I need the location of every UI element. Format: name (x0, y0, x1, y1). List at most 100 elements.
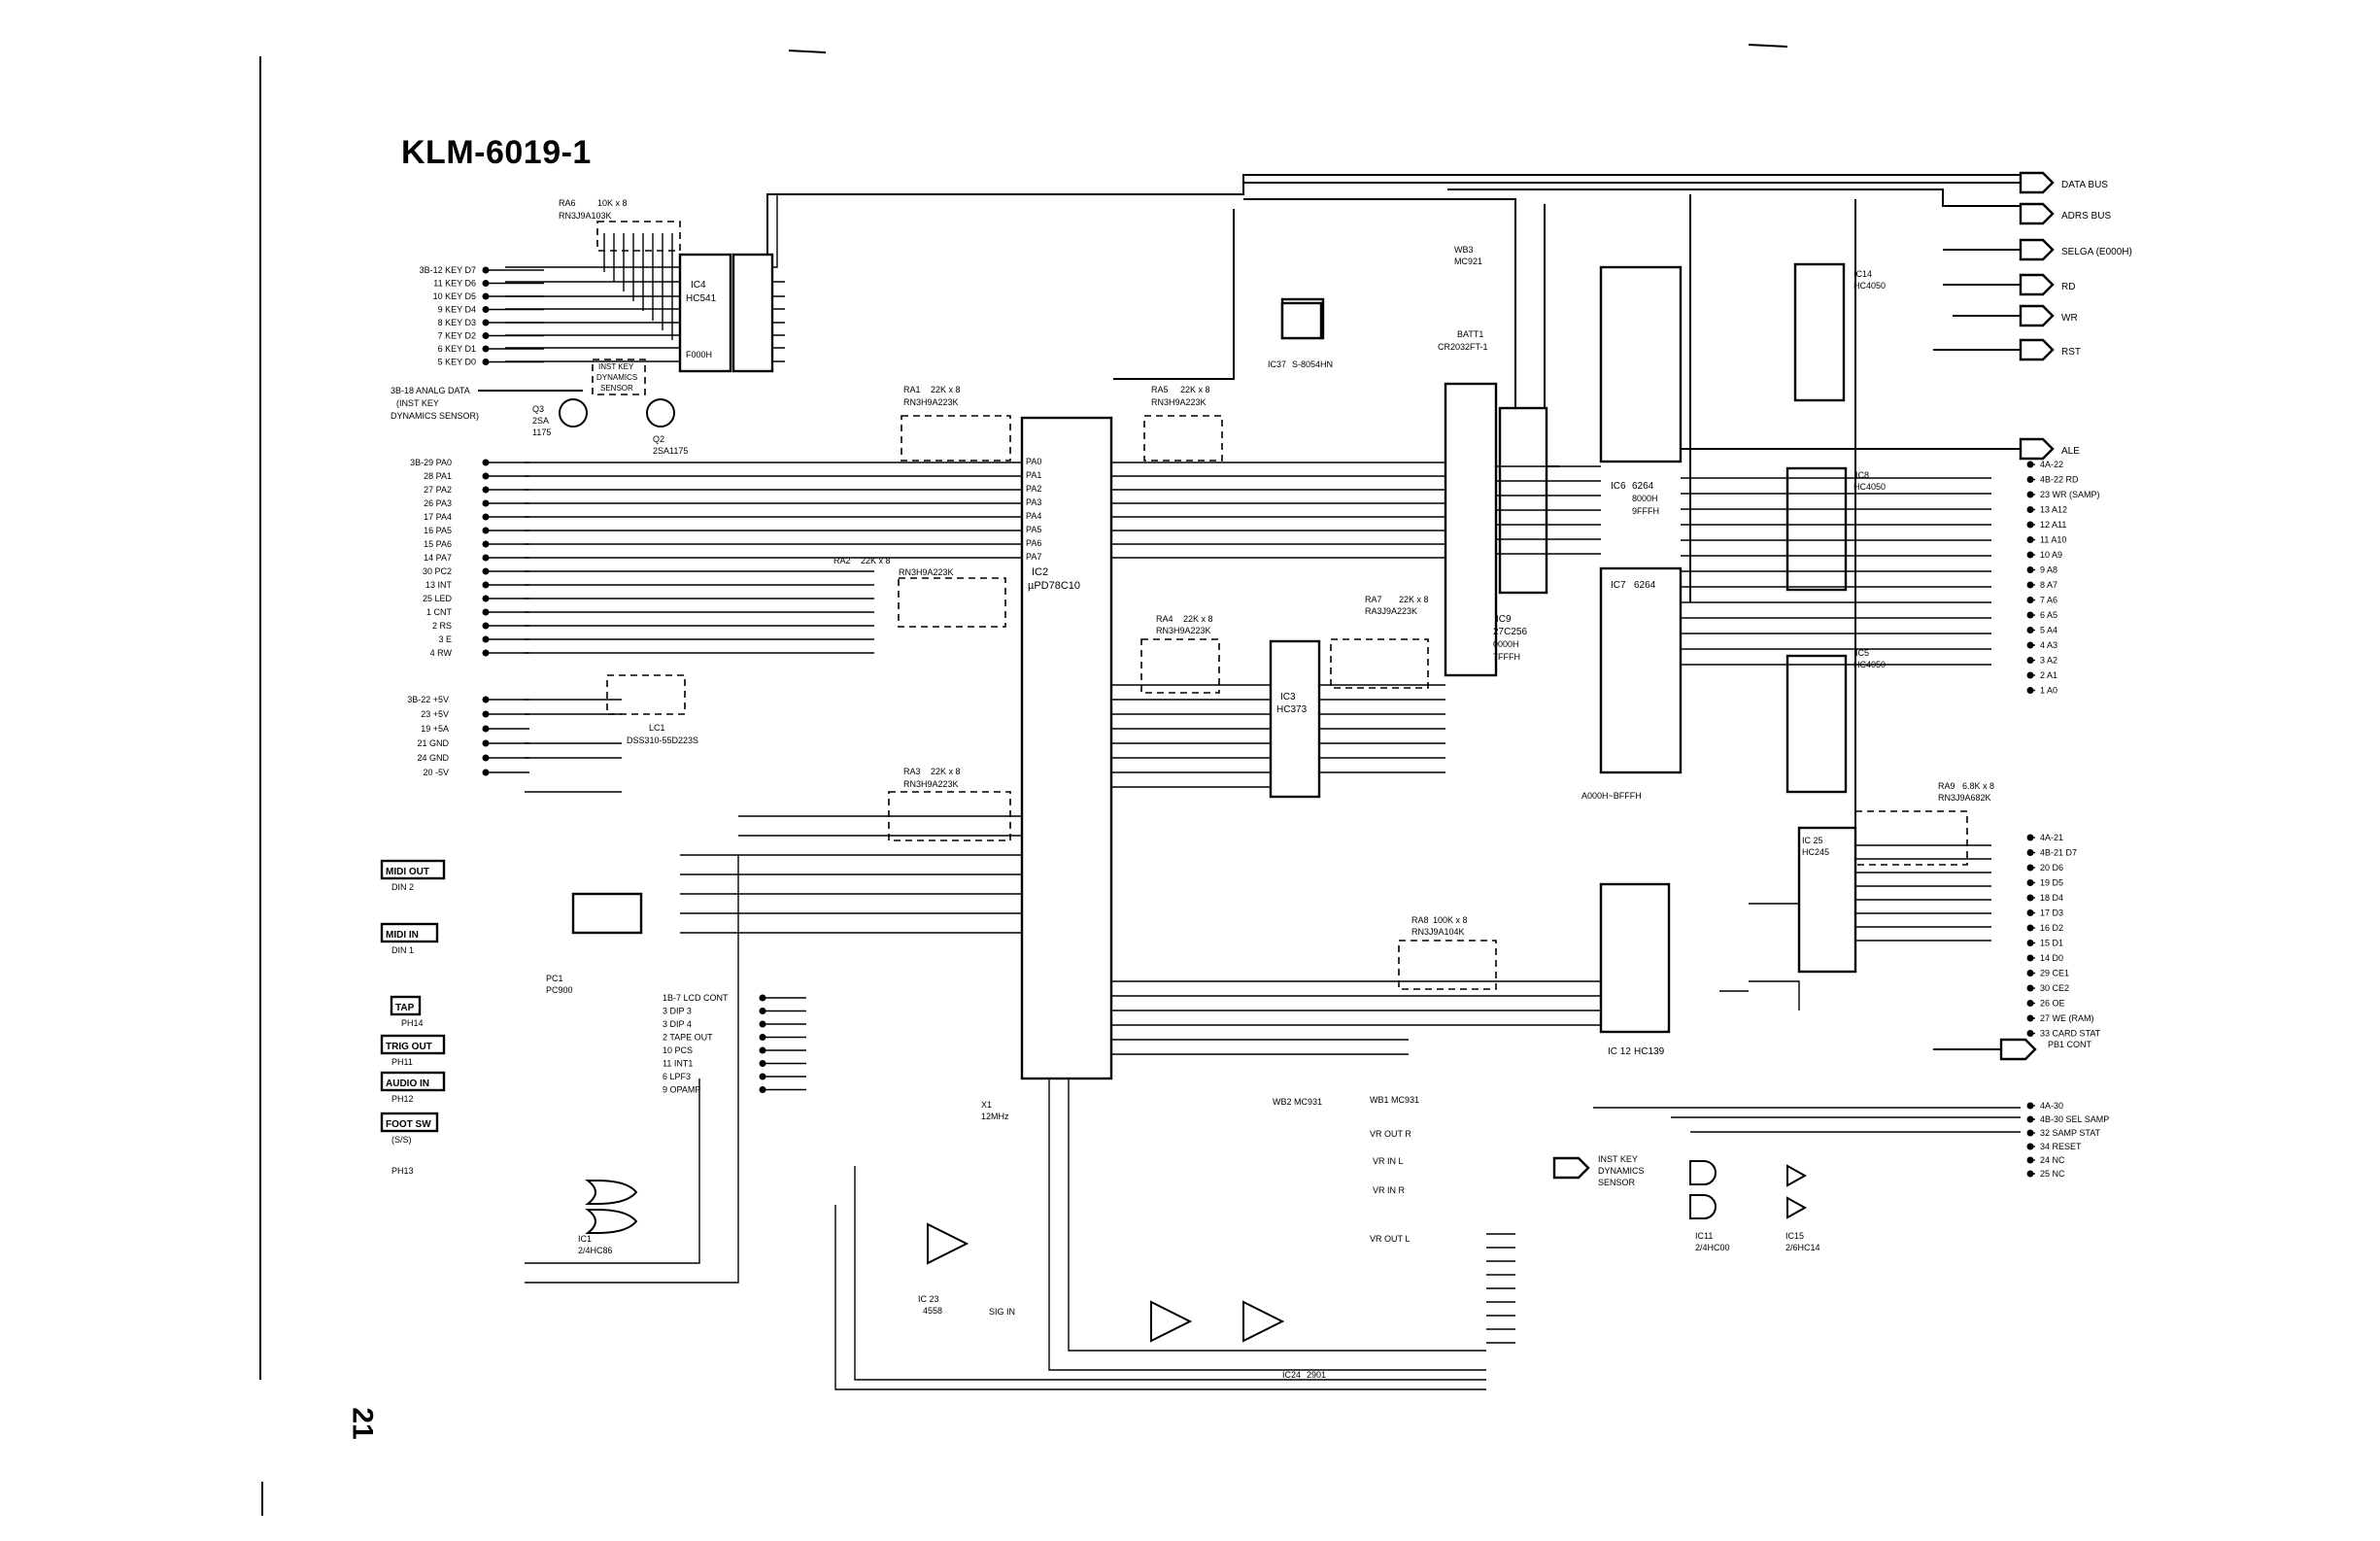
addr-pin-label: 13 A12 (2040, 505, 2067, 515)
data-pin-label: 29 CE1 (2040, 969, 2069, 978)
svg-text:A000H~BFFFH: A000H~BFFFH (1581, 791, 1642, 801)
ra1-array: RA1 22K x 8 RN3H9A223K (901, 385, 1011, 462)
ic2-pin: PA5 (1026, 525, 1041, 534)
ra3-array: RA3 22K x 8 RN3H9A223K (888, 767, 1011, 841)
data-pin-label: 20 D6 (2040, 863, 2063, 873)
svg-text:IC 25: IC 25 (1802, 836, 1823, 845)
addr-pin-label: 1 A0 (2040, 686, 2057, 696)
addr-pin-label: 7 A6 (2040, 596, 2057, 605)
misc-pin-label: 34 RESET (2040, 1142, 2082, 1151)
ra5-array: RA5 22K x 8 RN3H9A223K (1143, 385, 1223, 462)
data-pin-label: 27 WE (RAM) (2040, 1013, 2094, 1023)
ic8-hc4050: IC8 HC4050 (1785, 466, 1886, 592)
lcd-pin-label: 1B-7 LCD CONT (663, 993, 729, 1003)
svg-text:2/4HC86: 2/4HC86 (578, 1246, 613, 1255)
key-pin-label: 5 KEY D0 (438, 358, 476, 367)
addr-pin-label: 5 A4 (2040, 626, 2057, 635)
svg-text:SENSOR: SENSOR (1598, 1178, 1636, 1187)
misc-pin-label: 32 SAMP STAT (2040, 1128, 2101, 1138)
data-pin-label: 4A-21 (2040, 833, 2063, 842)
data-pin-label: 33 CARD STAT (2040, 1029, 2101, 1039)
svg-text:IC8: IC8 (1855, 470, 1869, 480)
svg-text:RN3H9A223K: RN3H9A223K (899, 567, 954, 577)
svg-text:HC4050: HC4050 (1853, 281, 1886, 291)
svg-text:8000H: 8000H (1632, 494, 1658, 503)
top-mark-left (788, 50, 827, 53)
svg-text:INST KEY: INST KEY (1598, 1154, 1638, 1164)
svg-text:RA2: RA2 (833, 556, 851, 565)
selga-arrow (2019, 238, 2055, 261)
rst-arrow (2019, 338, 2055, 361)
key-pin-label: 9 KEY D4 (438, 305, 476, 315)
lcd-pin-label: 3 DIP 3 (663, 1007, 692, 1016)
ale-arrow (2019, 437, 2055, 461)
svg-text:IC1: IC1 (578, 1234, 592, 1244)
svg-text:LC1: LC1 (649, 723, 665, 733)
ic4-hc541: IC4 HC541 F000H (678, 253, 774, 373)
svg-text:Q3: Q3 (532, 404, 544, 414)
svg-text:100K x 8: 100K x 8 (1433, 915, 1468, 925)
addr-pin-label: 3 A2 (2040, 656, 2057, 666)
svg-text:RN3H9A223K: RN3H9A223K (903, 397, 959, 407)
ic3-hc373: IC3 HC373 (1269, 639, 1321, 799)
misc-pin-label: 4A-30 (2040, 1101, 2063, 1111)
ra4-array: RA4 22K x 8 RN3H9A223K (1140, 614, 1220, 694)
key-pin-label: 8 KEY D3 (438, 318, 476, 327)
ic2-pin: PA1 (1026, 470, 1041, 480)
addr-pin-label: 12 A11 (2040, 520, 2066, 530)
svg-text:RA1: RA1 (903, 385, 921, 394)
ic2-pin: PA3 (1026, 497, 1041, 507)
svg-text:IC9: IC9 (1496, 614, 1512, 625)
lcd-pin-label: 2 TAPE OUT (663, 1033, 713, 1043)
ra6-array: RA6 10K x 8 RN3J9A103K (559, 198, 681, 340)
jack-label: MIDI OUT (386, 867, 429, 877)
ic2-pin: PA2 (1026, 484, 1041, 494)
wr-arrow (2019, 304, 2055, 327)
port-pin-label: 14 PA7 (424, 553, 452, 563)
svg-text:1175: 1175 (532, 428, 551, 437)
jack-sub: PH14 (401, 1018, 424, 1028)
pb1-connector: PB1 CONT (1933, 1038, 2092, 1061)
svg-text:RN3J9A103K: RN3J9A103K (559, 211, 612, 221)
power-pin-label: 24 GND (417, 753, 449, 763)
svg-text:RN3H9A223K: RN3H9A223K (1156, 626, 1211, 635)
jack-box (380, 1071, 446, 1092)
svg-text:IC2: IC2 (1032, 566, 1048, 578)
ic6-6264: IC6 6264 8000H 9FFFH (1599, 265, 1683, 516)
key-pin-label: 10 KEY D5 (433, 291, 476, 301)
svg-text:RA5: RA5 (1151, 385, 1169, 394)
power-pin-label: 21 GND (417, 738, 449, 748)
svg-text:BATT1: BATT1 (1457, 329, 1483, 339)
svg-text:X1: X1 (981, 1100, 992, 1110)
jack-sub: PH13 (391, 1166, 414, 1176)
data-pin-label: 19 D5 (2040, 878, 2063, 888)
misc-labels: LC1 DSS310-55D223S BATT1 CR2032FT-1 WB3 … (546, 245, 1488, 1317)
svg-text:6264: 6264 (1634, 580, 1656, 591)
lcd-pin-label: 10 PCS (663, 1045, 693, 1055)
lcd-pin-label: 3 DIP 4 (663, 1019, 692, 1029)
svg-text:IC24: IC24 (1282, 1370, 1301, 1380)
power-pin-label: 3B-22 +5V (407, 695, 449, 704)
svg-text:F000H: F000H (686, 350, 712, 360)
svg-text:22K x 8: 22K x 8 (931, 385, 961, 394)
port-pin-label: 17 PA4 (424, 512, 452, 522)
data-pin-label: 15 D1 (2040, 939, 2063, 948)
misc-pin-label: 24 NC (2040, 1155, 2065, 1165)
top-mark-right (1748, 44, 1788, 48)
svg-text:HC245: HC245 (1802, 847, 1829, 857)
ic12-hc139: IC 12 HC139 (1599, 882, 1671, 1057)
jack-label: TAP (395, 1003, 415, 1013)
port-pin-label: 30 PC2 (423, 566, 452, 576)
inst-key-sensor-bottom: INST KEY DYNAMICS SENSOR (1552, 1154, 1645, 1187)
svg-text:27C256: 27C256 (1493, 627, 1527, 637)
port-pin-label: 13 INT (425, 580, 453, 590)
svg-text:2/4HC00: 2/4HC00 (1695, 1243, 1730, 1252)
